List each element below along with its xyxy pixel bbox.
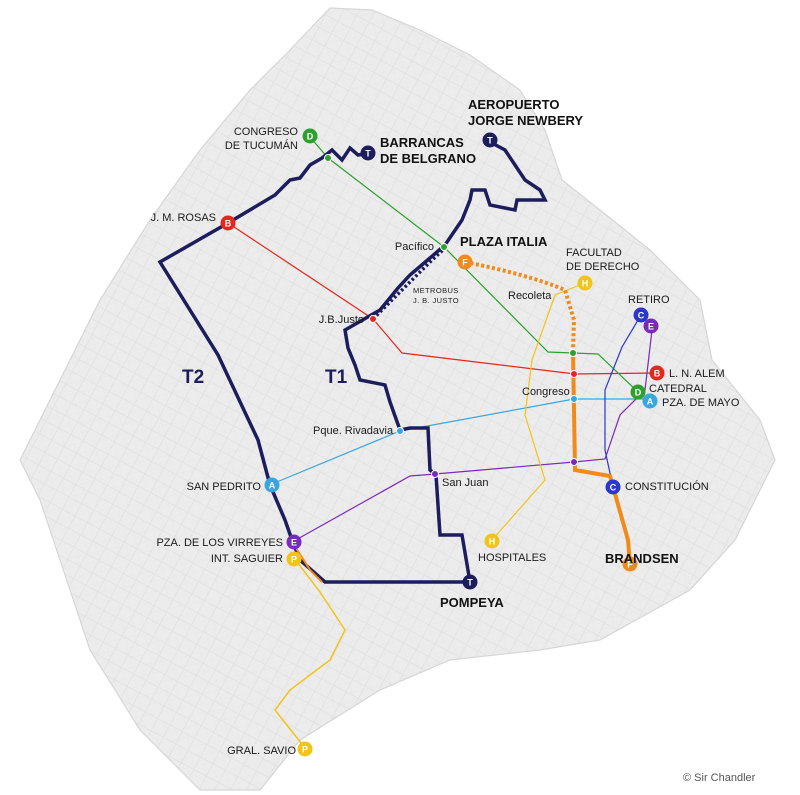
line-b [227,222,657,375]
line-f [464,260,632,565]
badge-brandsen: F [622,556,638,572]
svg-text:F: F [627,560,633,570]
badge-aeroparque: T [482,132,498,148]
badge-jm-rosas: B [220,215,236,231]
label-savio: GRAL. SAVIO [227,745,296,757]
badge-hospitales: H [484,533,500,549]
tram-t2-label: T2 [182,367,204,388]
label-facultad-2: DE DERECHO [566,261,640,273]
station-badges: T T D B F H C E B D A A C F E P H T P [220,128,665,757]
tram-t1 [343,140,548,583]
svg-text:C: C [610,483,617,493]
label-jb-justo: J.B.Justo [319,314,364,326]
label-pacifico: Pacífico [395,241,434,253]
label-alem: L. N. ALEM [669,368,725,380]
badge-san-pedrito: A [264,477,280,493]
label-san-pedrito: SAN PEDRITO [187,481,262,493]
svg-text:H: H [582,279,589,289]
tram-t1-label: T1 [325,367,348,388]
svg-text:A: A [647,397,654,407]
label-catedral: CATEDRAL [649,383,707,395]
label-brandsen: BRANDSEN [605,551,679,566]
badge-savio: P [297,741,313,757]
label-plaza-mayo: PZA. DE MAYO [662,397,740,409]
label-san-juan: San Juan [442,477,488,489]
badge-saguier: P [286,551,302,567]
label-retiro: RETIRO [628,294,670,306]
svg-text:P: P [302,745,308,755]
badge-pompeya: T [462,574,478,590]
label-congreso-tucuman-1: CONGRESO [234,126,299,138]
svg-text:F: F [462,258,468,268]
badge-constitucion: C [605,479,621,495]
label-virreyes: PZA. DE LOS VIRREYES [156,537,283,549]
svg-text:D: D [307,132,314,142]
svg-text:E: E [648,322,654,332]
city-outline [19,7,776,791]
badge-plaza-mayo: A [642,393,658,409]
metrobus-jb-justo [371,246,447,321]
badge-barrancas: T [360,145,376,161]
label-congreso: Congreso [522,386,570,398]
label-barrancas-1: BARRANCAS [380,135,464,150]
label-pompeya: POMPEYA [440,595,504,610]
badge-plaza-italia: F [457,254,473,270]
badge-virreyes: E [286,534,302,550]
label-plaza-italia: PLAZA ITALIA [460,234,548,249]
label-facultad-1: FACULTAD [566,247,622,259]
svg-text:T: T [487,136,493,146]
svg-text:P: P [291,555,297,565]
svg-text:T: T [467,578,473,588]
transfer-dots [324,154,578,478]
label-rivadavia: Pque. Rivadavia [313,425,394,437]
badge-retiro-c: C [633,307,649,323]
label-barrancas-2: DE BELGRANO [380,151,476,166]
badge-congreso-tucuman: D [302,128,318,144]
station-labels: AEROPUERTO JORGE NEWBERY BARRANCAS DE BE… [151,97,740,757]
svg-text:T: T [365,149,371,159]
copyright-credit: © Sir Chandler [683,772,756,784]
svg-text:B: B [654,369,661,379]
line-h [491,282,586,541]
metrobus-label-1: METROBUS [413,286,459,295]
svg-text:H: H [489,537,496,547]
svg-text:D: D [635,388,642,398]
label-constitucion: CONSTITUCIÓN [625,480,709,493]
svg-text:B: B [225,219,232,229]
premetro-p [274,557,346,749]
svg-text:C: C [638,311,645,321]
svg-text:E: E [291,538,297,548]
badge-facultad: H [577,275,593,291]
saguier-link [293,544,323,583]
label-aeroparque-1: AEROPUERTO [468,97,560,112]
badge-alem: B [649,365,665,381]
badge-retiro-e: E [643,318,659,334]
label-saguier: INT. SAGUIER [211,553,283,565]
metrobus-label-2: J. B. JUSTO [413,296,459,305]
label-congreso-tucuman-2: DE TUCUMÁN [225,139,298,152]
line-c [604,314,642,488]
badge-catedral: D [630,384,646,400]
line-a [271,398,650,485]
svg-text:A: A [269,481,276,491]
label-jm-rosas: J. M. ROSAS [151,212,216,224]
label-hospitales: HOSPITALES [478,552,546,564]
label-recoleta: Recoleta [508,290,552,302]
label-aeroparque-2: JORGE NEWBERY [468,113,583,128]
